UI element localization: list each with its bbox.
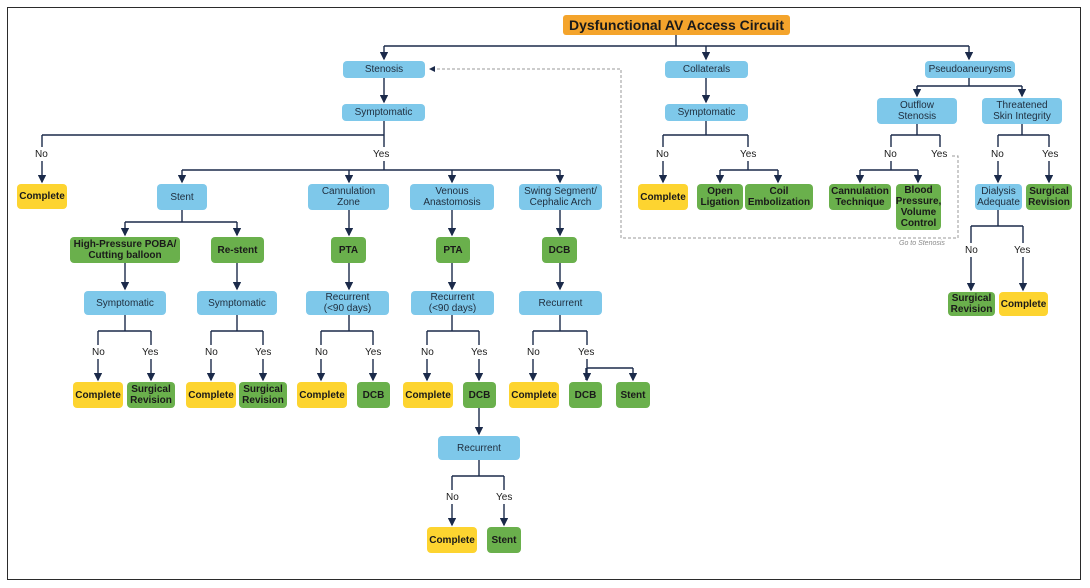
label-yes: Yes [373,149,390,160]
label-yes: Yes [496,492,513,503]
label-yes: Yes [931,149,948,160]
node-ss-dcb2: DCB [569,382,602,408]
node-va-recurrent: Recurrent (<90 days) [411,291,494,315]
node-collaterals: Collaterals [665,61,748,78]
label-yes: Yes [578,347,595,358]
label-yes: Yes [1042,149,1059,160]
node-va-pta: PTA [436,237,470,263]
node-hp-poba: High-Pressure POBA/ Cutting balloon [70,237,180,263]
node-bp-volume-control: Blood Pressure, Volume Control [895,184,942,230]
label-yes: Yes [740,149,757,160]
label-yes: Yes [255,347,272,358]
node-poba-complete: Complete [73,382,123,408]
node-ss-recurrent: Recurrent [519,291,602,315]
node-coil-embolization: Coil Embolization [745,184,813,210]
label-no: No [205,347,218,358]
node-ss-dcb: DCB [542,237,577,263]
node-pseudoaneurysms: Pseudoaneurysms [925,61,1015,78]
node-stent: Stent [157,184,207,210]
node-va-dcb: DCB [463,382,496,408]
node-poba-surgical: Surgical Revision [127,382,175,408]
node-cz-dcb: DCB [357,382,390,408]
go-to-stenosis-note: Go to Stenosis [899,240,945,247]
node-stenosis-complete: Complete [17,184,67,209]
node-re-stent: Re-stent [211,237,264,263]
title-box: Dysfunctional AV Access Circuit [563,15,790,35]
node-cz-complete: Complete [297,382,347,408]
label-no: No [965,245,978,256]
node-outflow-stenosis: Outflow Stenosis [877,98,957,124]
node-collaterals-symptomatic: Symptomatic [665,104,748,121]
node-restent-symptomatic: Symptomatic [197,291,277,315]
label-no: No [35,149,48,160]
label-yes: Yes [142,347,159,358]
label-yes: Yes [471,347,488,358]
node-collaterals-complete: Complete [638,184,688,210]
node-cz-pta: PTA [331,237,366,263]
label-no: No [656,149,669,160]
node-cz-recurrent: Recurrent (<90 days) [306,291,389,315]
node-da-complete: Complete [999,292,1048,316]
node-da-surgical: Surgical Revision [948,292,995,316]
node-ss-stent: Stent [616,382,650,408]
node-va-complete: Complete [403,382,453,408]
label-no: No [527,347,540,358]
label-no: No [421,347,434,358]
node-restent-surgical: Surgical Revision [239,382,287,408]
label-no: No [315,347,328,358]
node-poba-symptomatic: Symptomatic [84,291,166,315]
node-cannulation-zone: Cannulation Zone [308,184,389,210]
node-venous-anastomosis: Venous Anastomosis [410,184,494,210]
node-threatened-skin: Threatened Skin Integrity [982,98,1062,124]
node-swing-segment: Swing Segment/ Cephalic Arch [519,184,602,210]
label-no: No [884,149,897,160]
node-restent-complete: Complete [186,382,236,408]
label-no: No [446,492,459,503]
node-stenosis-symptomatic: Symptomatic [342,104,425,121]
node-ts-surgical: Surgical Revision [1026,184,1072,210]
label-no: No [991,149,1004,160]
node-stenosis: Stenosis [343,61,425,78]
node-dialysis-adequate: Dialysis Adequate [975,184,1022,210]
node-va-recurrent-2: Recurrent [438,436,520,460]
diagram-frame [7,7,1081,580]
node-va-stent: Stent [487,527,521,553]
go-to-stenosis-path [429,66,959,239]
node-va-complete-2: Complete [427,527,477,553]
node-cannulation-technique: Cannulation Technique [829,184,891,210]
label-yes: Yes [365,347,382,358]
node-ss-complete: Complete [509,382,559,408]
node-open-ligation: Open Ligation [697,184,743,210]
label-no: No [92,347,105,358]
label-yes: Yes [1014,245,1031,256]
